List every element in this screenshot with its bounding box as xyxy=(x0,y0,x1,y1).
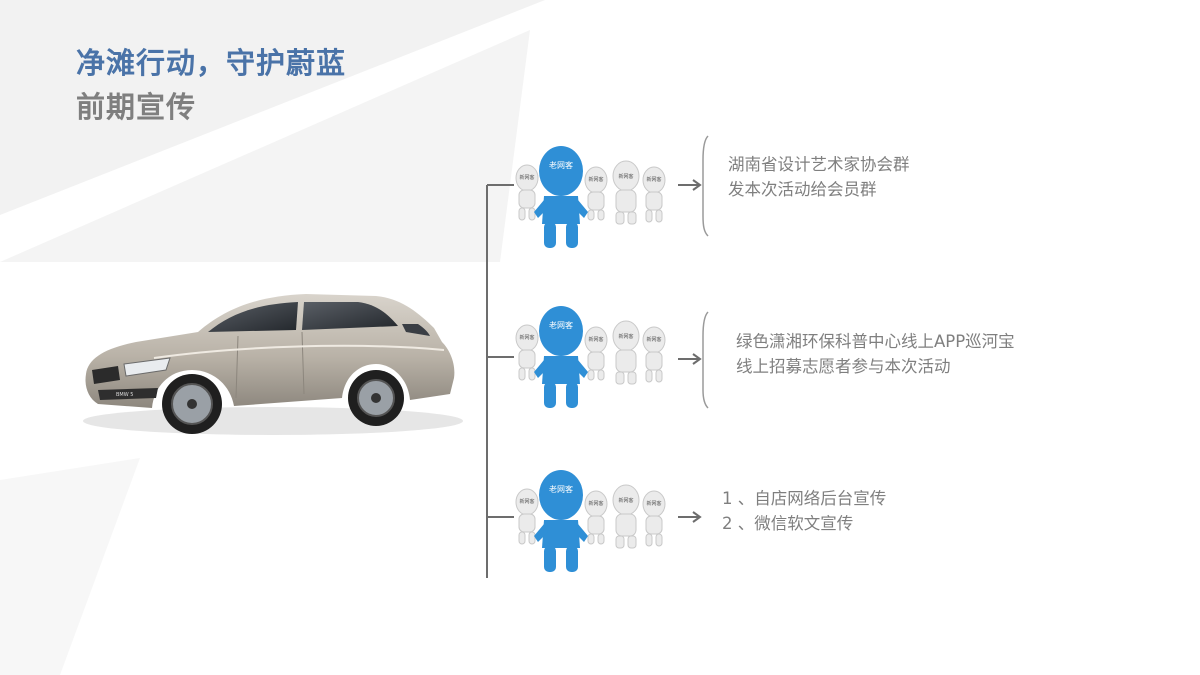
figure-label-side: 新网客 xyxy=(588,336,603,343)
item-1-description: 湖南省设计艺术家协会群 发本次活动给会员群 xyxy=(728,152,910,202)
white-figure xyxy=(515,484,666,549)
people-group-1: 老网客 新网客 新网客 新网客 新网客 xyxy=(514,128,674,250)
item-3-line-2: 2 、微信软文宣传 xyxy=(722,514,854,533)
figure-label-main: 老网客 xyxy=(549,160,573,170)
figure-label-side: 新网客 xyxy=(618,173,633,180)
item-1-line-2: 发本次活动给会员群 xyxy=(728,180,877,199)
car-plate-text: BMW 5 xyxy=(116,392,133,398)
page-title: 净滩行动，守护蔚蓝 xyxy=(76,46,347,80)
figure-label-side: 新网客 xyxy=(618,497,633,504)
figure-label-side: 新网客 xyxy=(646,176,661,183)
figure-label-side: 新网客 xyxy=(519,174,534,181)
figure-label-side: 新网客 xyxy=(646,500,661,507)
item-3-description: 1 、自店网络后台宣传 2 、微信软文宣传 xyxy=(722,486,886,536)
item-2-line-2: 线上招募志愿者参与本次活动 xyxy=(736,357,951,376)
people-group-2: 老网客 新网客 新网客 新网客 新网客 xyxy=(514,288,674,410)
item-3-line-1: 1 、自店网络后台宣传 xyxy=(722,489,887,508)
white-figure xyxy=(515,160,666,225)
item-1-line-1: 湖南省设计艺术家协会群 xyxy=(728,155,910,174)
figure-label-side: 新网客 xyxy=(588,500,603,507)
blue-figure xyxy=(534,146,588,248)
figure-label-side: 新网客 xyxy=(646,336,661,343)
car-image: BMW 5 xyxy=(58,266,488,456)
people-group-3: 老网客 新网客 新网客 新网客 新网客 xyxy=(514,452,674,574)
blue-figure xyxy=(534,470,588,572)
item-2-description: 绿色潇湘环保科普中心线上APP巡河宝 线上招募志愿者参与本次活动 xyxy=(736,329,1015,379)
figure-label-side: 新网客 xyxy=(588,176,603,183)
white-figure xyxy=(515,320,666,385)
page-subtitle: 前期宣传 xyxy=(76,90,197,124)
figure-label-side: 新网客 xyxy=(618,333,633,340)
figure-label-side: 新网客 xyxy=(519,498,534,505)
blue-figure xyxy=(534,306,588,408)
figure-label-main: 老网客 xyxy=(549,320,573,330)
figure-label-side: 新网客 xyxy=(519,334,534,341)
item-2-line-1: 绿色潇湘环保科普中心线上APP巡河宝 xyxy=(736,332,1015,351)
figure-label-main: 老网客 xyxy=(549,484,573,494)
